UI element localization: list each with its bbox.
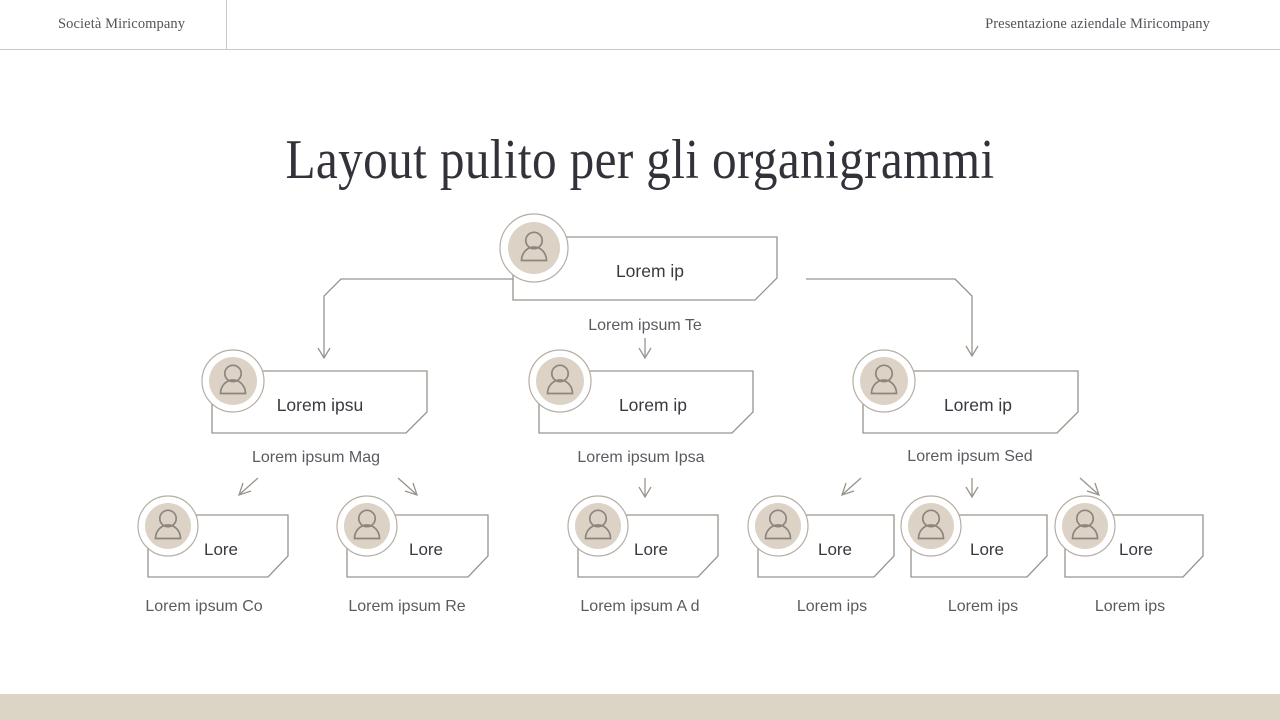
avatar-n9 — [900, 495, 962, 557]
org-node-n8[interactable]: Lore Lorem ips — [747, 495, 895, 615]
arrowhead-root-to-right — [965, 345, 979, 358]
org-node-n2[interactable]: Lorem ipsu Lorem ipsum Mag — [201, 349, 428, 466]
org-node-n6[interactable]: Lore Lorem ipsum Re — [336, 495, 489, 615]
node-label-n3: Lorem ip — [619, 395, 687, 415]
node-label-n10: Lore — [1119, 540, 1153, 559]
avatar-n4 — [852, 349, 916, 413]
node-label-n7: Lore — [634, 540, 668, 559]
company-name-label: Società Miricompany — [58, 16, 186, 32]
node-caption-n1: Lorem ipsum Te — [588, 317, 702, 334]
arrowhead-l2left-to-child1 — [237, 482, 252, 497]
node-card-n3 — [538, 370, 754, 434]
connector-group — [237, 278, 1101, 499]
node-card-n2 — [211, 370, 428, 434]
node-caption-n8: Lorem ips — [797, 598, 867, 615]
slide-header: Società Miricompany Presentazione aziend… — [0, 0, 1280, 50]
connector-l2left-to-child1 — [239, 477, 259, 495]
avatar-n8 — [747, 495, 809, 557]
org-node-n9[interactable]: Lore Lorem ips — [900, 495, 1048, 615]
avatar-n1 — [499, 213, 569, 283]
arrowhead-root-to-middle — [638, 347, 652, 360]
arrowhead-l2right-to-child6 — [1086, 482, 1101, 497]
arrowhead-l2mid-to-child4 — [840, 482, 855, 497]
node-label-n5: Lore — [204, 540, 238, 559]
arrowhead-l2left-to-child2 — [404, 482, 419, 497]
arrowhead-l2mid-to-child3 — [638, 486, 652, 499]
node-label-n2: Lorem ipsu — [277, 395, 364, 415]
node-caption-n5: Lorem ipsum Co — [145, 598, 262, 615]
presentation-name-label: Presentazione aziendale Miricompany — [985, 16, 1210, 32]
node-caption-n6: Lorem ipsum Re — [348, 598, 465, 615]
connector-root-to-right — [806, 278, 973, 355]
node-label-n4: Lorem ip — [944, 395, 1012, 415]
org-node-n4[interactable]: Lorem ip Lorem ipsum Sed — [852, 349, 1079, 465]
node-caption-n4: Lorem ipsum Sed — [907, 448, 1032, 465]
arrowhead-root-to-left — [317, 347, 331, 360]
node-label-n1: Lorem ip — [616, 261, 684, 281]
page-title: Layout pulito per gli organigrammi — [285, 129, 995, 191]
node-label-n8: Lore — [818, 540, 852, 559]
node-card-n1 — [512, 236, 778, 301]
org-node-n10[interactable]: Lore Lorem ips — [1054, 495, 1204, 615]
node-label-n9: Lore — [970, 540, 1004, 559]
connector-l2left-to-child2 — [397, 477, 417, 495]
footer-accent-bar — [0, 694, 1280, 720]
org-node-n1[interactable]: Lorem ip Lorem ipsum Te — [499, 213, 778, 334]
avatar-n10 — [1054, 495, 1116, 557]
org-node-n5[interactable]: Lore Lorem ipsum Co — [137, 495, 289, 615]
connector-root-to-left — [323, 278, 513, 357]
connector-l2mid-to-child4 — [842, 477, 862, 495]
node-caption-n7: Lorem ipsum A d — [580, 598, 699, 615]
node-label-n6: Lore — [409, 540, 443, 559]
node-caption-n9: Lorem ips — [948, 598, 1018, 615]
node-caption-n10: Lorem ips — [1095, 598, 1165, 615]
avatar-n3 — [528, 349, 592, 413]
node-caption-n2: Lorem ipsum Mag — [252, 449, 380, 466]
node-card-n4 — [862, 370, 1079, 434]
org-node-n7[interactable]: Lore Lorem ipsum A d — [567, 495, 719, 615]
avatar-n2 — [201, 349, 265, 413]
avatar-n6 — [336, 495, 398, 557]
org-node-n3[interactable]: Lorem ip Lorem ipsum Ipsa — [528, 349, 754, 466]
arrowhead-l2right-to-child5 — [965, 486, 979, 499]
header-left-block: Società Miricompany — [0, 0, 227, 49]
avatar-n7 — [567, 495, 629, 557]
node-caption-n3: Lorem ipsum Ipsa — [577, 449, 704, 466]
connector-l2right-to-child6 — [1079, 477, 1099, 495]
avatar-n5 — [137, 495, 199, 557]
